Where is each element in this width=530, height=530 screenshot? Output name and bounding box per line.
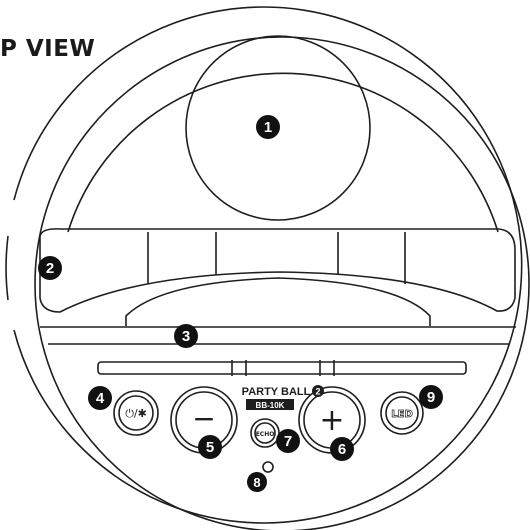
callout-8: 8 [247,472,267,492]
callout-badge [276,429,300,453]
callout-markers: 1 2 3 4 5 6 7 8 9 [38,115,443,492]
led-button [380,391,424,435]
slot-strip [97,361,467,375]
led-glyph: LED [391,409,413,420]
inner-ring [34,36,530,530]
callout-badge [38,256,62,280]
minus-icon: − [192,402,215,435]
callout-number: 1 [264,119,272,136]
callout-badge [88,386,112,410]
led-button-inner [385,396,419,430]
callout-number: 3 [182,328,190,345]
callout-number: 2 [46,260,54,277]
echo-glyph: ECHO [256,431,275,438]
upper-inner-arc [67,72,499,233]
power-mode-button-inner [118,395,154,431]
callout-2: 2 [38,256,62,280]
callout-3: 3 [174,324,198,348]
plus-icon: + [319,403,344,438]
callout-5: 5 [198,435,222,459]
model-badge [246,399,294,410]
view-title: P VIEW [0,36,96,62]
brand-version-glyph: 2 [315,387,320,397]
callout-number: 8 [253,475,260,490]
callout-6: 6 [330,437,354,461]
callout-badge [256,115,280,139]
callout-4: 4 [88,386,112,410]
callout-number: 4 [96,390,105,407]
callout-badge [330,437,354,461]
callout-number: 7 [284,433,292,450]
brand-name: PARTY BALL [242,386,311,398]
callout-badge [419,385,443,409]
indicator-light [262,461,274,473]
power-mode-button [113,390,159,436]
echo-button-inner [254,422,276,444]
callout-number: 9 [427,389,435,406]
callout-number: 5 [206,439,214,456]
echo-button [250,418,280,448]
brand-label: PARTY BALL 2 BB-10K [242,385,324,410]
callout-number: 6 [338,441,346,458]
handle-grip [125,277,431,326]
callout-badge [247,472,267,492]
outer-ring-lip [5,235,9,301]
handle [39,228,516,313]
callout-7: 7 [276,429,300,453]
brand-version-badge [312,385,324,397]
outer-ring [13,6,523,524]
callout-9: 9 [419,385,443,409]
callout-badge [198,435,222,459]
callout-1: 1 [256,115,280,139]
power-mode-glyph: ⏻/✱ [125,407,147,420]
model-name: BB-10K [256,401,285,410]
speaker-cone [185,35,371,221]
callout-badge [174,324,198,348]
